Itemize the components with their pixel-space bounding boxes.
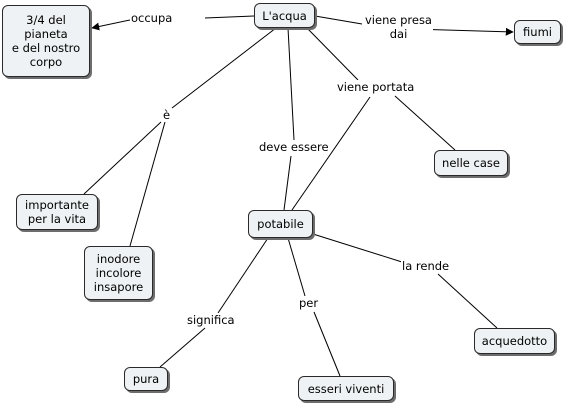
link-viene-portata: viene portata xyxy=(336,80,416,94)
concept-acqua[interactable]: L'acqua xyxy=(254,3,315,28)
link-viene-presa: viene presa dai xyxy=(364,13,433,41)
edge-acqua-e xyxy=(171,27,277,109)
edge-acqua-viene-portata xyxy=(306,27,359,81)
edge-viene-portata-potabile xyxy=(291,96,371,211)
edge-deve-essere-potabile xyxy=(283,155,292,211)
link-deve-essere: deve essere xyxy=(258,140,330,154)
edge-significa-pura xyxy=(159,327,206,368)
concept-acquedotto[interactable]: acquedotto xyxy=(474,328,555,354)
concept-esseri-viventi[interactable]: esseri viventi xyxy=(298,376,394,401)
edge-potabile-significa xyxy=(217,237,269,314)
link-e: è xyxy=(162,108,172,122)
concept-pura[interactable]: pura xyxy=(124,367,168,391)
link-occupa: occupa xyxy=(130,11,174,25)
concept-pianeta[interactable]: 3/4 del pianeta e del nostro corpo xyxy=(2,5,90,77)
edge-per-esseri xyxy=(313,311,341,377)
link-la-rende: la rende xyxy=(401,259,451,273)
concept-inodore[interactable]: inodore incolore insapore xyxy=(84,246,153,300)
link-significa: significa xyxy=(186,313,236,327)
edge-viene-portata-case xyxy=(394,95,456,151)
edge-e-importante xyxy=(83,121,162,195)
concept-fiumi[interactable]: fiumi xyxy=(514,20,561,44)
edge-potabile-per xyxy=(287,237,306,297)
edge-la-rende-acquedotto xyxy=(437,273,498,329)
edge-acqua-occupa xyxy=(204,15,255,19)
edge-e-inodore xyxy=(129,121,166,247)
edge-acqua-viene-presa xyxy=(314,15,363,25)
concept-potabile[interactable]: potabile xyxy=(248,210,313,238)
concept-importante[interactable]: importante per la vita xyxy=(16,194,98,230)
edge-acqua-deve-essere xyxy=(287,27,295,141)
edge-occupa-pianeta xyxy=(91,19,131,31)
concept-case[interactable]: nelle case xyxy=(434,150,508,176)
edge-potabile-la-rende xyxy=(312,233,403,263)
link-per: per xyxy=(298,296,320,310)
